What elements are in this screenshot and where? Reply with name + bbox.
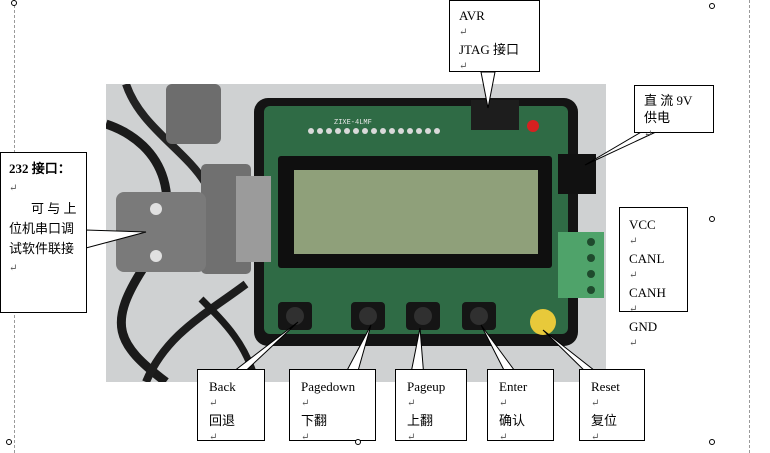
callout-back: Back↵ 回退↵ xyxy=(197,369,265,443)
callout-power-line2: 供电 xyxy=(644,110,671,125)
dashed-frame-right xyxy=(749,0,750,453)
resize-handle-top-right[interactable] xyxy=(709,3,715,9)
callout-enter: Enter↵ 确认↵ xyxy=(487,369,554,443)
power-led xyxy=(527,120,539,132)
callout-can-vcc: VCC xyxy=(629,217,656,232)
callout-back-line1: Back xyxy=(209,379,236,394)
callout-reset-line2: 复位 xyxy=(591,413,618,428)
callout-reset-line1: Reset xyxy=(591,379,620,394)
resize-handle-middle-right[interactable] xyxy=(709,216,715,222)
callout-pagedown-line1: Pagedown xyxy=(301,379,356,394)
callout-pageup: Pageup↵ 上翻↵ xyxy=(395,369,467,443)
callout-avr-line1: AVR xyxy=(459,8,485,23)
callout-back-line2: 回退 xyxy=(209,413,236,428)
callout-avr-jtag: AVR ↵ JTAG 接口↵ xyxy=(449,0,540,72)
silkscreen-label: ZIXE-4LMF xyxy=(334,119,372,127)
callout-dc-power: 直 流 9V 供电↵ xyxy=(634,85,714,140)
can-terminal xyxy=(558,232,604,298)
callout-pageup-line1: Pageup xyxy=(407,379,446,394)
callout-232-line4: 试软件联接 xyxy=(9,241,75,256)
lcd-screen xyxy=(294,170,538,254)
callout-reset: Reset↵ 复位↵ xyxy=(579,369,645,443)
callout-can-canh: CANH xyxy=(629,285,666,300)
callout-power-line1: 直 流 9V xyxy=(644,93,693,108)
callout-pageup-line2: 上翻 xyxy=(407,413,434,428)
reset-button xyxy=(530,309,556,335)
board-photo: ZIXE-4LMF xyxy=(106,84,606,382)
callout-pagedown: Pagedown↵ 下翻↵ xyxy=(289,369,376,443)
callout-232-port: 232 接口：↵ 可 与 上 位机串口调 试软件联接↵ xyxy=(0,152,87,313)
board-illustration: ZIXE-4LMF xyxy=(106,84,604,382)
resize-handle-top-left[interactable] xyxy=(11,0,17,6)
callout-can-gnd: GND xyxy=(629,319,658,334)
callout-can-canl: CANL xyxy=(629,251,665,266)
resize-handle-bottom-right[interactable] xyxy=(709,439,715,445)
callout-232-title: 232 接口： xyxy=(9,161,71,176)
callout-enter-line2: 确认 xyxy=(499,413,526,428)
callout-avr-line2: JTAG 接口 xyxy=(459,42,519,57)
callout-can-pins: VCC↵ CANL↵ CANH↵ GND↵ xyxy=(619,207,688,349)
resize-handle-bottom-middle[interactable] xyxy=(355,439,361,445)
resize-handle-bottom-left[interactable] xyxy=(6,439,12,445)
callout-232-line2: 可 与 上 xyxy=(31,201,77,216)
callout-enter-line1: Enter xyxy=(499,379,528,394)
callout-pagedown-line2: 下翻 xyxy=(301,413,328,428)
callout-232-line3: 位机串口调 xyxy=(9,221,75,236)
